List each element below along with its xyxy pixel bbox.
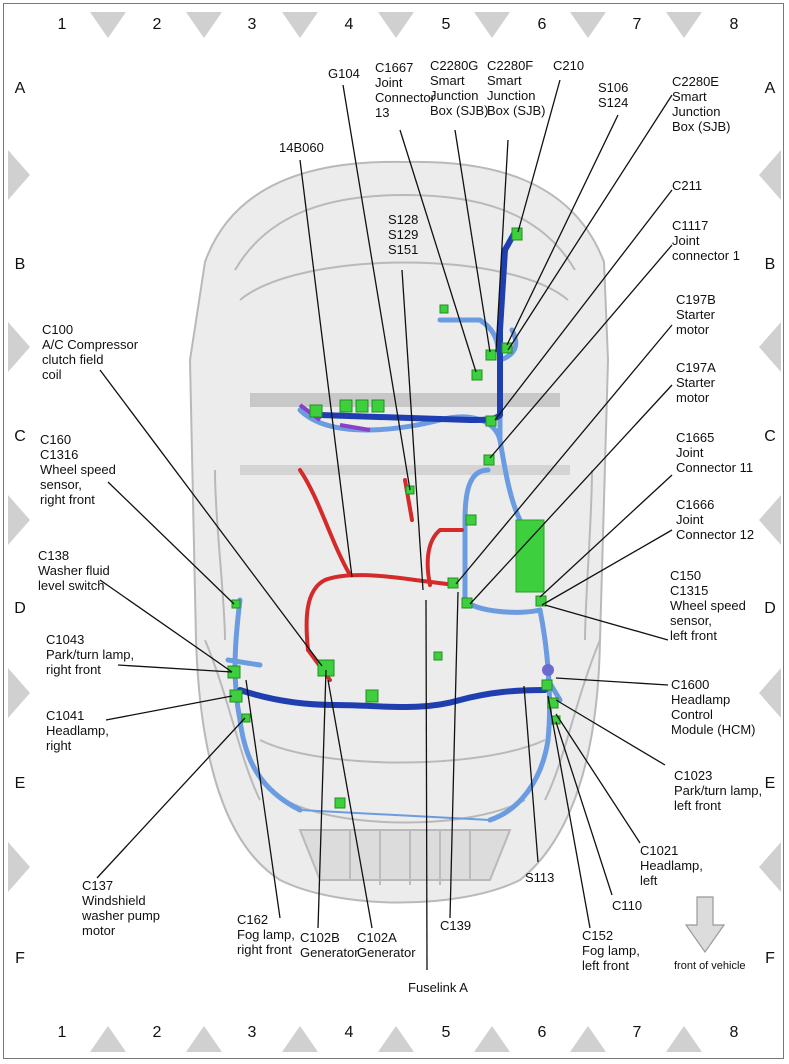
grid-col-3-top: 3 <box>247 16 257 33</box>
grid-col-1-bottom: 1 <box>57 1024 67 1041</box>
grid-col-7-top: 7 <box>632 16 642 33</box>
grid-col-2-top: 2 <box>152 16 162 33</box>
grid-row-f-left: F <box>15 950 25 967</box>
label-c211: C211 <box>672 178 703 193</box>
label-c210: C210 <box>553 58 585 73</box>
grid-row-f-right: F <box>765 950 775 967</box>
label-14b060: 14B060 <box>279 140 324 155</box>
label-c139: C139 <box>440 918 472 933</box>
grid-col-3-bottom: 3 <box>247 1024 257 1041</box>
grid-col-2-bottom: 2 <box>152 1024 162 1041</box>
leader-lines <box>96 79 673 971</box>
label-fuselink-a: Fuselink A <box>408 980 468 995</box>
grid-row-a-right: A <box>764 80 776 97</box>
grid-row-b-left: B <box>14 256 26 273</box>
grid-col-5-bottom: 5 <box>441 1024 451 1041</box>
diagram-frame <box>3 3 784 1059</box>
grid-row-d-left: D <box>14 600 26 617</box>
grid-row-c-left: C <box>14 428 26 445</box>
grid-col-4-bottom: 4 <box>344 1024 354 1041</box>
label-front-of-vehicle: front of vehicle <box>674 960 746 972</box>
grid-col-5-top: 5 <box>441 16 451 33</box>
grid-col-6-bottom: 6 <box>537 1024 547 1041</box>
grid-row-e-right: E <box>764 775 776 792</box>
connectors <box>227 227 561 809</box>
vehicle-body <box>188 160 610 904</box>
grid-row-d-right: D <box>764 600 776 617</box>
grid-col-8-top: 8 <box>729 16 739 33</box>
hcm-module <box>542 664 554 676</box>
grid-col-1-top: 1 <box>57 16 67 33</box>
grid-row-b-right: B <box>764 256 776 273</box>
label-g104: G104 <box>328 66 360 81</box>
grid-row-e-left: E <box>14 775 26 792</box>
label-s113: S113 <box>525 870 555 885</box>
grid-col-7-bottom: 7 <box>632 1024 642 1041</box>
grid-col-4-top: 4 <box>344 16 354 33</box>
grid-row-c-right: C <box>764 428 776 445</box>
front-arrow-icon <box>684 896 726 954</box>
grid-row-a-left: A <box>14 80 26 97</box>
grid-col-8-bottom: 8 <box>729 1024 739 1041</box>
label-c110: C110 <box>612 898 643 913</box>
grid-triangles <box>8 12 781 1052</box>
grid-col-6-top: 6 <box>537 16 547 33</box>
starter-motor-block <box>515 519 545 593</box>
